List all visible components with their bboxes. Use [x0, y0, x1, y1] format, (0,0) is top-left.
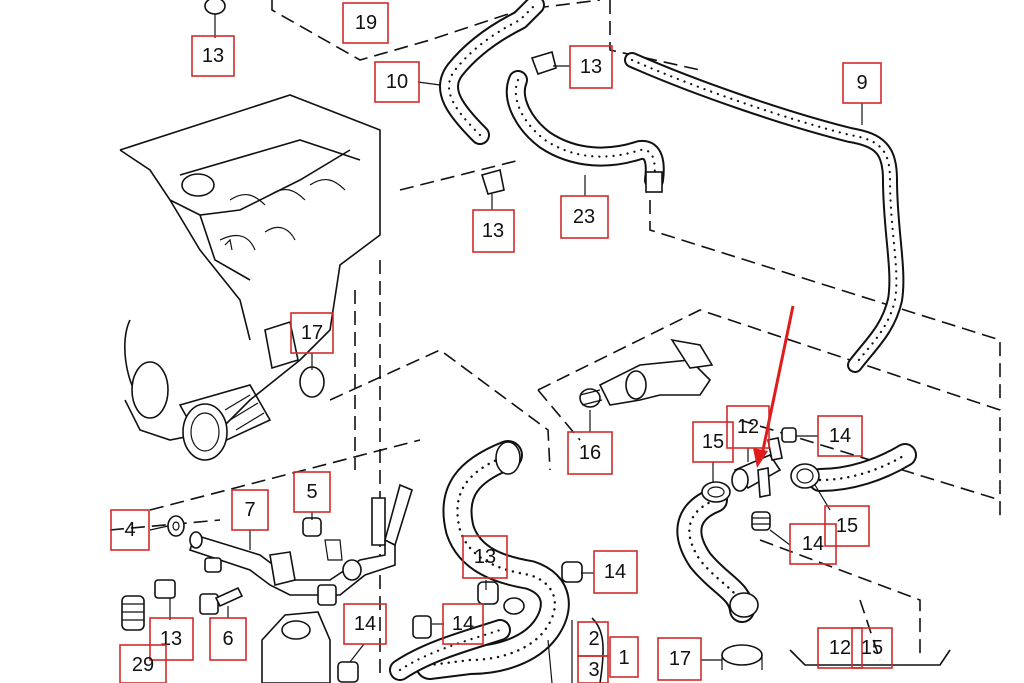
label-15-text: 15: [702, 431, 724, 453]
label-5: 5: [293, 471, 331, 513]
label-12-text: 12: [829, 637, 851, 659]
label-10-text: 10: [386, 71, 408, 93]
label-15-lower: 15: [851, 627, 893, 669]
label-16: 16: [567, 431, 613, 475]
label-12-text: 12: [737, 416, 759, 438]
label-16-text: 16: [579, 442, 601, 464]
label-1-text: 1: [618, 647, 629, 669]
label-17-text: 17: [301, 322, 323, 344]
label-12-upper: 12: [726, 405, 770, 449]
callout-labels: 19 13 10 13 9 23 13 17: [110, 2, 893, 683]
label-23: 23: [560, 195, 609, 239]
coolant-flange: [264, 320, 299, 370]
label-13-center: 13: [472, 209, 515, 253]
pointer-arrow: [753, 305, 795, 468]
label-15-text: 15: [861, 637, 883, 659]
label-4-text: 4: [124, 519, 135, 541]
label-13-text: 13: [580, 56, 602, 78]
label-29: 29: [119, 644, 167, 683]
label-6: 6: [209, 617, 247, 661]
label-14-bottom-a: 14: [343, 603, 387, 645]
label-4: 4: [110, 509, 150, 551]
label-13-top-middle: 13: [569, 45, 613, 89]
label-5-text: 5: [306, 481, 317, 503]
label-17-text: 17: [669, 648, 691, 670]
label-14-middle: 14: [593, 550, 638, 594]
label-15-right: 15: [824, 505, 870, 547]
label-14-bottom-b: 14: [442, 603, 484, 645]
label-3: 3: [577, 655, 609, 683]
label-2-text: 2: [588, 628, 599, 650]
label-13-text: 13: [474, 546, 496, 568]
label-7-text: 7: [244, 499, 255, 521]
engine-block-illustration: [119, 94, 381, 461]
label-13-text: 13: [482, 220, 504, 242]
label-7: 7: [231, 489, 269, 531]
label-14-text: 14: [802, 533, 824, 555]
label-13-top-left: 13: [191, 35, 235, 77]
water-pump-outlet: [182, 403, 228, 461]
label-3-text: 3: [588, 659, 599, 681]
label-14-right-top: 14: [817, 415, 863, 457]
label-9-text: 9: [856, 72, 867, 94]
label-2: 2: [577, 621, 609, 657]
label-14-text: 14: [354, 613, 376, 635]
label-14-right-lower: 14: [789, 523, 837, 565]
label-1: 1: [609, 636, 639, 678]
label-19: 19: [342, 2, 389, 44]
oil-filler-cap: [181, 173, 215, 197]
coolant-hoses: [389, 0, 917, 681]
leader-lines: [149, 14, 863, 663]
label-17-lower: 17: [657, 637, 702, 681]
label-14-text: 14: [452, 613, 474, 635]
label-19-text: 19: [355, 12, 377, 34]
label-9: 9: [842, 62, 882, 104]
label-17-upper: 17: [290, 312, 334, 354]
label-14-text: 14: [604, 561, 626, 583]
label-15-left: 15: [692, 421, 734, 463]
label-14-text: 14: [829, 425, 851, 447]
label-23-text: 23: [573, 206, 595, 228]
label-13-text: 13: [202, 45, 224, 67]
label-15-text: 15: [836, 515, 858, 537]
label-12-lower: 12: [817, 627, 863, 669]
label-29-text: 29: [132, 654, 154, 676]
label-6-text: 6: [222, 628, 233, 650]
label-13-middle: 13: [462, 535, 508, 579]
label-10: 10: [374, 61, 420, 103]
hose-end-fitting: [645, 171, 663, 193]
pipes-and-fittings: [121, 0, 820, 683]
